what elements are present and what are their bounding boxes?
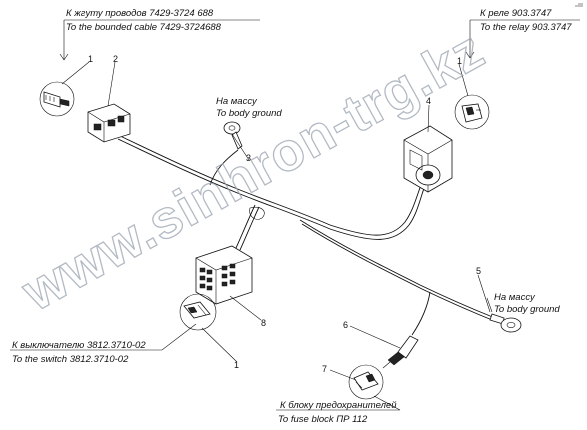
label-bounded-cable-en: To the bounded cable 7429-3724688 <box>66 22 222 33</box>
label-ground-mid-en: To body ground <box>216 108 282 119</box>
corner-mark <box>575 3 583 7</box>
callout-8: 8 <box>261 318 266 328</box>
connector-2 <box>87 103 131 143</box>
callout-4: 4 <box>426 96 431 106</box>
label-ground-right-en: To body ground <box>494 304 560 315</box>
block-8 <box>195 245 253 305</box>
label-fuse-block-en: To fuse block ПР 112 <box>278 414 368 425</box>
connector-7 <box>348 364 384 400</box>
connector-1-bottom <box>179 293 217 331</box>
callout-7: 7 <box>322 364 327 374</box>
callout-1-bottom: 1 <box>234 360 239 370</box>
callout-3: 3 <box>246 153 251 163</box>
leader-lines <box>10 19 580 411</box>
callout-1-top-left: 1 <box>88 54 93 64</box>
label-ground-right-ru: На массу <box>494 292 536 303</box>
label-ground-mid-ru: На массу <box>216 96 258 107</box>
connector-6 <box>382 335 419 369</box>
callout-5: 5 <box>476 266 481 276</box>
ring-terminal-5 <box>489 313 522 333</box>
callout-6: 6 <box>343 320 348 330</box>
label-relay-ru: К реле 903.3747 <box>480 8 552 19</box>
label-switch-ru: К выключателю 3812.3710-02 <box>12 340 146 351</box>
ring-terminal-3 <box>223 121 243 150</box>
callout-2: 2 <box>113 54 118 64</box>
callout-1-top-right: 1 <box>457 56 462 66</box>
connector-1-top-left <box>39 81 75 117</box>
label-bounded-cable-ru: К жгуту проводов 7429-3724 688 <box>66 8 214 19</box>
label-fuse-block-ru: К блоку предохранителей <box>280 400 397 411</box>
label-relay-en: To the relay 903.3747 <box>480 22 572 33</box>
relay-connector-4 <box>403 125 453 193</box>
label-switch-en: To the switch 3812.3710-02 <box>12 354 129 365</box>
connector-1-top-right <box>454 94 490 130</box>
